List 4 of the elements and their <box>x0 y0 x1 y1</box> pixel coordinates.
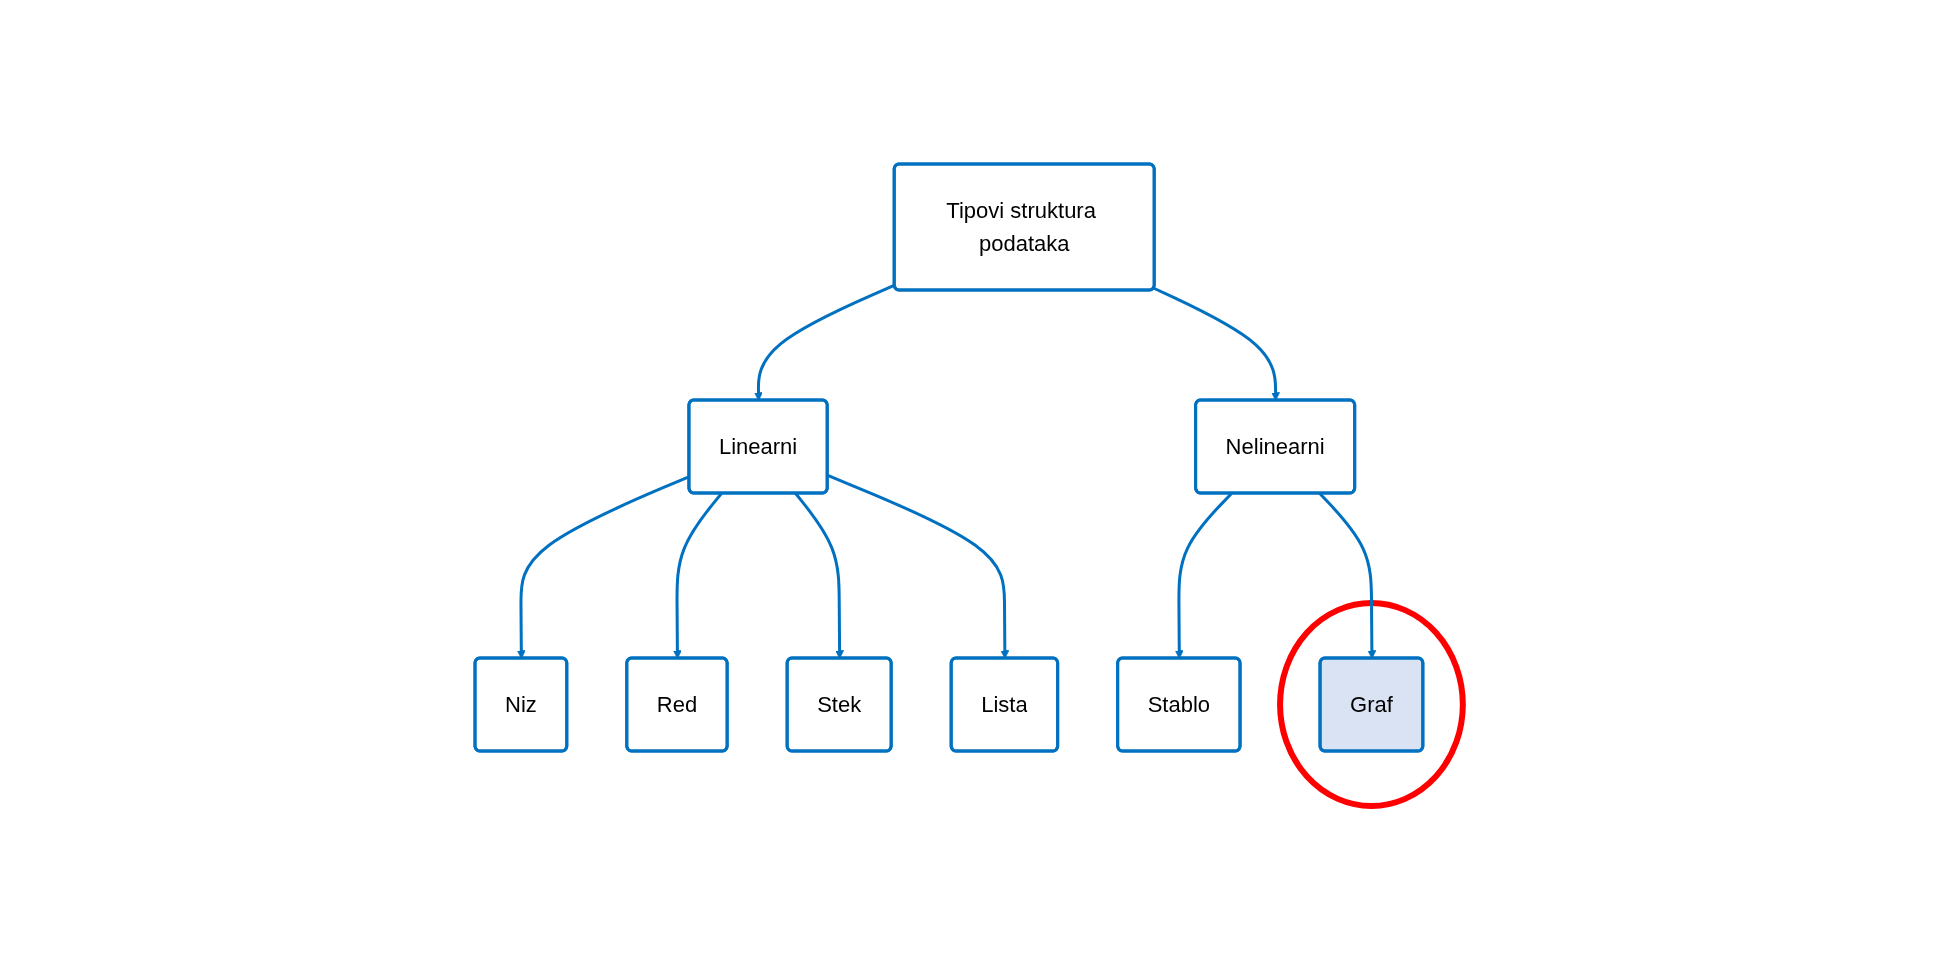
cluster <box>1276 600 1466 809</box>
arrow <box>1152 286 1280 401</box>
arrow <box>753 283 895 401</box>
arrow <box>826 474 1009 659</box>
